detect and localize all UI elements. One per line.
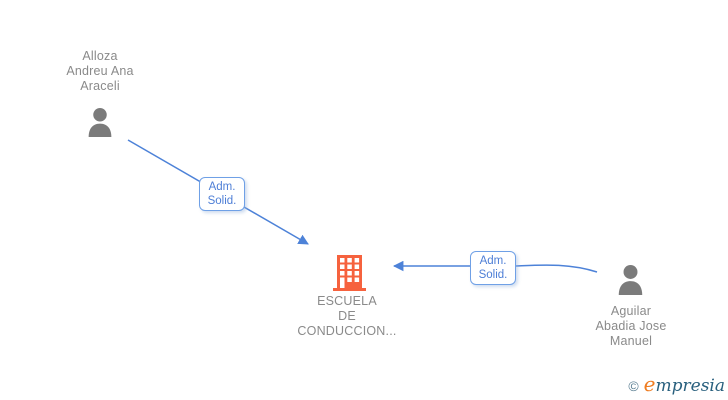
node-label-line: DE bbox=[338, 309, 356, 323]
node-label-person2[interactable]: Aguilar Abadia Jose Manuel bbox=[566, 304, 696, 349]
node-label-line: Alloza bbox=[82, 49, 118, 63]
node-label-line: CONDUCCION... bbox=[297, 324, 397, 338]
node-label-company[interactable]: ESCUELA DE CONDUCCION... bbox=[287, 294, 407, 339]
edge-label-line: Solid. bbox=[478, 269, 508, 281]
edge-label-adm-solid-2: Adm. Solid. bbox=[470, 251, 516, 285]
node-label-line: Andreu Ana bbox=[66, 64, 134, 78]
node-label-line: ESCUELA bbox=[317, 294, 377, 308]
edge-label-adm-solid-1: Adm. Solid. bbox=[199, 177, 245, 211]
copyright-symbol: © bbox=[628, 378, 639, 394]
empresia-wordmark: empresia bbox=[644, 372, 725, 396]
brand-initial: e bbox=[643, 372, 656, 396]
node-label-line: Araceli bbox=[80, 79, 120, 93]
node-label-line: Manuel bbox=[609, 334, 653, 348]
brand-rest: mpresia bbox=[655, 376, 726, 396]
building-icon[interactable] bbox=[333, 255, 366, 296]
node-label-line: Abadia Jose bbox=[595, 319, 667, 333]
node-label-line: Aguilar bbox=[610, 304, 652, 318]
person-icon[interactable] bbox=[617, 264, 644, 300]
empresia-logo[interactable]: © empresia bbox=[628, 372, 725, 396]
node-label-person1[interactable]: Alloza Andreu Ana Araceli bbox=[40, 49, 160, 94]
edge-label-line: Solid. bbox=[207, 195, 237, 207]
person-icon[interactable] bbox=[87, 107, 113, 142]
edge-label-line: Adm. bbox=[479, 255, 507, 267]
edge-label-line: Adm. bbox=[208, 181, 236, 193]
